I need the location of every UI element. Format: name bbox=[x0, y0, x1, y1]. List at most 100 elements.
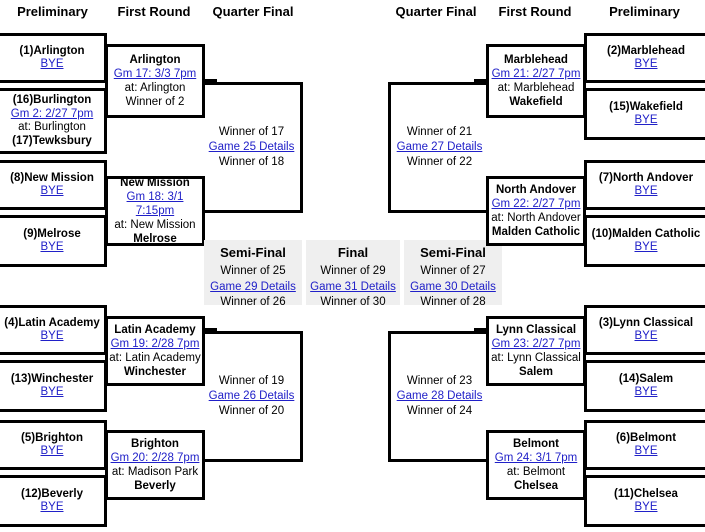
prelim-game-link[interactable]: BYE bbox=[634, 241, 658, 253]
fr-bottom-team: Wakefield bbox=[509, 96, 563, 108]
center-panel-final[interactable]: Final Winner of 29 Game 31 Details Winne… bbox=[306, 240, 400, 308]
prelim-game-link[interactable]: BYE bbox=[634, 58, 658, 70]
prelim-right-4[interactable]: (3)Lynn Classical BYE bbox=[584, 305, 705, 355]
connector-left-fr1-qf0 bbox=[203, 210, 217, 213]
prelim-team: (3)Lynn Classical bbox=[598, 316, 694, 329]
prelim-game-link[interactable]: BYE bbox=[634, 114, 658, 126]
prelim-left-4[interactable]: (4)Latin Academy BYE bbox=[0, 305, 107, 355]
prelim-game-link[interactable]: BYE bbox=[40, 185, 64, 197]
quarter-final-right-1[interactable]: Winner of 23 Game 28 Details Winner of 2… bbox=[388, 331, 488, 462]
prelim-team: (12)Beverly bbox=[20, 487, 83, 500]
prelim-left-6[interactable]: (5)Brighton BYE bbox=[0, 420, 107, 470]
qf-game-link[interactable]: Game 26 Details bbox=[208, 390, 295, 402]
prelim-game-link[interactable]: BYE bbox=[40, 445, 64, 457]
panel-title: Semi-Final bbox=[420, 245, 486, 260]
qf-game-link[interactable]: Game 28 Details bbox=[396, 390, 483, 402]
qf-game-link[interactable]: Game 27 Details bbox=[396, 141, 483, 153]
prelim-team: (4)Latin Academy bbox=[4, 316, 100, 329]
connector-left-fr0-qf0 bbox=[203, 79, 217, 82]
prelim-left-1[interactable]: (16)Burlington Gm 2: 2/27 7pm at: Burlin… bbox=[0, 88, 107, 154]
prelim-team: (7)North Andover bbox=[598, 171, 694, 184]
panel-game-link[interactable]: Game 30 Details bbox=[410, 280, 496, 293]
quarter-final-right-0[interactable]: Winner of 21 Game 27 Details Winner of 2… bbox=[388, 82, 488, 213]
panel-bottom-team: Winner of 26 bbox=[220, 296, 286, 308]
center-panel-semi-final-right[interactable]: Semi-Final Winner of 27 Game 30 Details … bbox=[404, 240, 502, 308]
first-round-right-1[interactable]: North Andover Gm 22: 2/27 7pm at: North … bbox=[486, 176, 586, 246]
prelim-left-0[interactable]: (1)Arlington BYE bbox=[0, 33, 107, 83]
prelim-game-link[interactable]: BYE bbox=[40, 330, 64, 342]
fr-top-team: Arlington bbox=[129, 54, 181, 66]
prelim-left-5[interactable]: (13)Winchester BYE bbox=[0, 360, 107, 412]
panel-game-link[interactable]: Game 29 Details bbox=[210, 280, 296, 293]
prelim-right-3[interactable]: (10)Malden Catholic BYE bbox=[584, 215, 705, 267]
fr-site: at: North Andover bbox=[491, 212, 581, 224]
center-panel-semi-final-left[interactable]: Semi-Final Winner of 25 Game 29 Details … bbox=[204, 240, 302, 308]
fr-game-link[interactable]: Gm 21: 2/27 7pm bbox=[491, 68, 581, 80]
prelim-right-1[interactable]: (15)Wakefield BYE bbox=[584, 88, 705, 140]
fr-bottom-team: Salem bbox=[519, 366, 553, 378]
fr-game-link[interactable]: Gm 18: 3/1 7:15pm bbox=[126, 191, 184, 217]
panel-bottom-team: Winner of 28 bbox=[420, 296, 486, 308]
fr-top-team: Latin Academy bbox=[114, 324, 196, 336]
prelim-left-7[interactable]: (12)Beverly BYE bbox=[0, 475, 107, 527]
quarter-final-left-0[interactable]: Winner of 17 Game 25 Details Winner of 1… bbox=[203, 82, 303, 213]
prelim-game-link[interactable]: Gm 2: 2/27 7pm bbox=[10, 107, 94, 120]
prelim-game-link[interactable]: BYE bbox=[634, 501, 658, 513]
prelim-game-link[interactable]: BYE bbox=[634, 445, 658, 457]
prelim-game-link[interactable]: BYE bbox=[40, 58, 64, 70]
prelim-right-2[interactable]: (7)North Andover BYE bbox=[584, 160, 705, 210]
first-round-left-1[interactable]: New Mission Gm 18: 3/1 7:15pm at: New Mi… bbox=[105, 176, 205, 246]
prelim-right-7[interactable]: (11)Chelsea BYE bbox=[584, 475, 705, 527]
header-left-first-round: First Round bbox=[117, 4, 191, 19]
qf-bottom-team: Winner of 20 bbox=[218, 405, 285, 417]
fr-site: at: Madison Park bbox=[111, 466, 199, 478]
fr-top-team: Brighton bbox=[131, 438, 179, 450]
fr-game-link[interactable]: Gm 23: 2/27 7pm bbox=[491, 338, 581, 350]
fr-game-link[interactable]: Gm 19: 2/28 7pm bbox=[110, 338, 200, 350]
connector-right-fr2-qf1 bbox=[474, 328, 488, 331]
prelim-team: (5)Brighton bbox=[21, 431, 83, 444]
first-round-right-0[interactable]: Marblehead Gm 21: 2/27 7pm at: Marblehea… bbox=[486, 44, 586, 118]
prelim-team: (16)Burlington bbox=[12, 94, 92, 106]
panel-top-team: Winner of 27 bbox=[420, 265, 486, 277]
fr-game-link[interactable]: Gm 24: 3/1 7pm bbox=[494, 452, 578, 464]
prelim-game-link[interactable]: BYE bbox=[40, 501, 64, 513]
first-round-left-2[interactable]: Latin Academy Gm 19: 2/28 7pm at: Latin … bbox=[105, 316, 205, 386]
fr-top-team: Belmont bbox=[513, 438, 559, 450]
prelim-right-5[interactable]: (14)Salem BYE bbox=[584, 360, 705, 412]
prelim-game-link[interactable]: BYE bbox=[40, 386, 64, 398]
prelim-right-0[interactable]: (2)Marblehead BYE bbox=[584, 33, 705, 83]
prelim-game-link[interactable]: BYE bbox=[40, 241, 64, 253]
prelim-game-link[interactable]: BYE bbox=[634, 330, 658, 342]
prelim-team: (9)Melrose bbox=[23, 227, 81, 240]
prelim-site: at: Burlington bbox=[18, 121, 86, 133]
panel-title: Semi-Final bbox=[220, 245, 286, 260]
prelim-right-6[interactable]: (6)Belmont BYE bbox=[584, 420, 705, 470]
fr-top-team: North Andover bbox=[495, 184, 577, 196]
fr-bottom-team: Winner of 2 bbox=[125, 96, 185, 108]
first-round-left-0[interactable]: Arlington Gm 17: 3/3 7pm at: Arlington W… bbox=[105, 44, 205, 118]
quarter-final-left-1[interactable]: Winner of 19 Game 26 Details Winner of 2… bbox=[203, 331, 303, 462]
prelim-team-2: (17)Tewksbury bbox=[12, 134, 92, 147]
fr-bottom-team: Chelsea bbox=[513, 480, 559, 492]
prelim-team: (14)Salem bbox=[618, 372, 674, 385]
first-round-left-3[interactable]: Brighton Gm 20: 2/28 7pm at: Madison Par… bbox=[105, 430, 205, 500]
qf-game-link[interactable]: Game 25 Details bbox=[208, 141, 295, 153]
first-round-right-3[interactable]: Belmont Gm 24: 3/1 7pm at: Belmont Chels… bbox=[486, 430, 586, 500]
panel-title: Final bbox=[337, 245, 369, 260]
prelim-game-link[interactable]: BYE bbox=[634, 185, 658, 197]
fr-game-link[interactable]: Gm 22: 2/27 7pm bbox=[491, 198, 581, 210]
fr-site: at: Lynn Classical bbox=[491, 352, 581, 364]
qf-top-team: Winner of 23 bbox=[406, 375, 473, 387]
fr-game-link[interactable]: Gm 20: 2/28 7pm bbox=[110, 452, 200, 464]
prelim-left-3[interactable]: (9)Melrose BYE bbox=[0, 215, 107, 267]
prelim-game-link[interactable]: BYE bbox=[634, 386, 658, 398]
panel-game-link[interactable]: Game 31 Details bbox=[310, 280, 396, 293]
prelim-left-2[interactable]: (8)New Mission BYE bbox=[0, 160, 107, 210]
fr-bottom-team: Melrose bbox=[133, 233, 177, 245]
prelim-team: (8)New Mission bbox=[10, 171, 94, 184]
fr-game-link[interactable]: Gm 17: 3/3 7pm bbox=[113, 68, 197, 80]
prelim-team: (10)Malden Catholic bbox=[591, 227, 701, 240]
connector-left-fr2-qf1 bbox=[203, 328, 217, 331]
first-round-right-2[interactable]: Lynn Classical Gm 23: 2/27 7pm at: Lynn … bbox=[486, 316, 586, 386]
